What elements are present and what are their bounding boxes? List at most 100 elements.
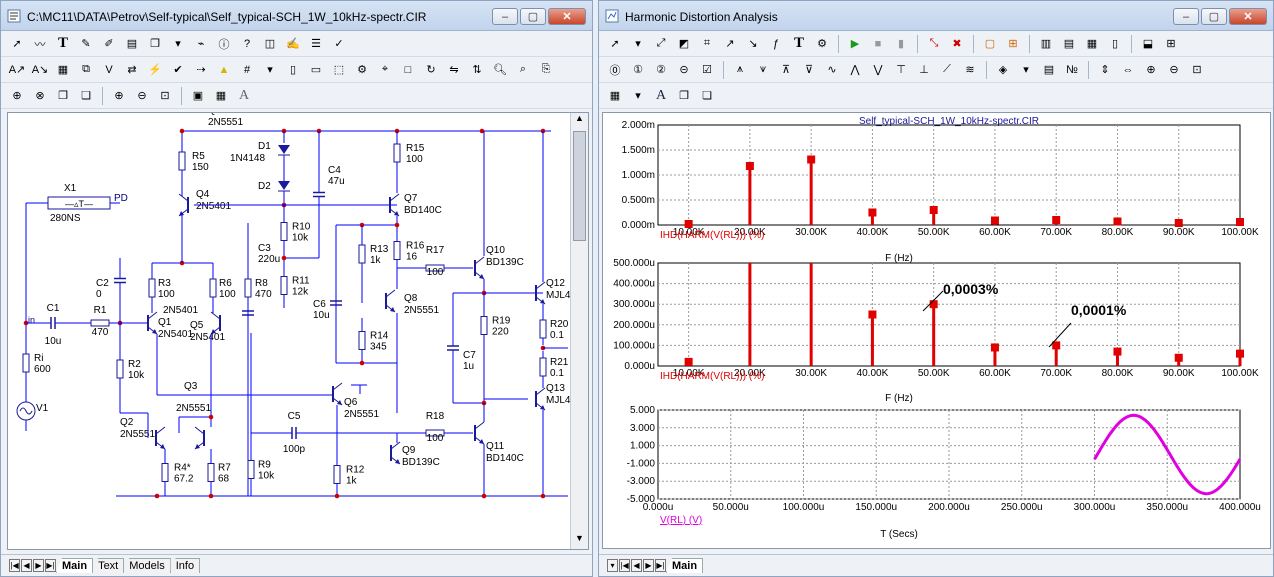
font-icon[interactable]: A bbox=[238, 87, 250, 103]
tab-text[interactable]: Text bbox=[92, 558, 125, 573]
info-icon[interactable]: ⓘ bbox=[218, 38, 230, 51]
properties-icon[interactable]: ⚙ bbox=[817, 38, 827, 50]
dropdown-icon[interactable]: ▾ bbox=[175, 38, 181, 50]
edit-icon[interactable]: ✍ bbox=[286, 38, 300, 50]
condition-icon[interactable]: ✔ bbox=[173, 64, 183, 76]
pause-icon[interactable]: ▮ bbox=[897, 38, 905, 50]
clipboard-icon[interactable]: ▤ bbox=[126, 38, 138, 50]
stop-circle-icon[interactable]: ⊗ bbox=[35, 90, 45, 102]
probe-icon[interactable]: ⌁ bbox=[197, 38, 205, 50]
tab-menu-icon[interactable]: ▾ bbox=[607, 559, 618, 572]
power-icon[interactable]: ⚡ bbox=[148, 64, 162, 76]
select-box-icon[interactable]: ⬚ bbox=[333, 64, 345, 76]
paste-icon[interactable]: ❏ bbox=[702, 90, 712, 102]
mirror-icon[interactable]: ⇋ bbox=[449, 64, 459, 76]
warning-icon[interactable]: ▲ bbox=[218, 63, 230, 76]
next-page-icon[interactable]: ▶ bbox=[643, 559, 654, 572]
prev-page-icon[interactable]: ◀ bbox=[21, 559, 32, 572]
valley-icon[interactable]: ⩛ bbox=[759, 63, 767, 75]
export-icon[interactable]: ⎘ bbox=[541, 63, 551, 75]
run-icon[interactable]: ▶ bbox=[850, 38, 860, 50]
brush-tool-icon[interactable]: ✐ bbox=[104, 38, 114, 50]
paste-icon[interactable]: ❏ bbox=[81, 90, 91, 102]
find2-icon[interactable]: ⌕ bbox=[519, 63, 527, 75]
numeric-icon[interactable]: ▤ bbox=[1043, 64, 1055, 76]
tab-models[interactable]: Models bbox=[123, 558, 171, 573]
point-tag-icon[interactable]: ↗ bbox=[725, 38, 735, 50]
current-icon[interactable]: ⇄ bbox=[127, 64, 137, 76]
zoom-in-icon[interactable]: ⊕ bbox=[114, 90, 124, 102]
plot-stack-icon[interactable]: ⬓ bbox=[1142, 38, 1154, 50]
grid-bold-icon[interactable]: ▥ bbox=[1040, 38, 1052, 50]
page2-icon[interactable]: ▭ bbox=[310, 64, 322, 76]
formula-icon[interactable]: ƒ bbox=[772, 37, 780, 50]
schematic-vertical-scrollbar[interactable]: ▲ ▼ bbox=[570, 113, 588, 549]
cursor-add-icon[interactable]: ⤡ bbox=[929, 37, 939, 49]
font-icon[interactable]: A bbox=[655, 87, 667, 103]
tag-icon[interactable]: ⌗ bbox=[703, 37, 711, 49]
cursor-remove-icon[interactable]: ✖ bbox=[952, 38, 962, 50]
first-page-icon[interactable]: |◀ bbox=[619, 559, 630, 572]
fit-width-icon[interactable]: ⇔ bbox=[1122, 63, 1134, 76]
pin-names-icon[interactable]: A↘ bbox=[31, 64, 49, 76]
grid-text-icon[interactable]: ▦ bbox=[57, 64, 69, 76]
top-icon[interactable]: ⊤ bbox=[896, 64, 906, 76]
dropdown2-icon[interactable]: ▾ bbox=[267, 64, 273, 76]
scale-icon[interactable]: ⤢ bbox=[656, 37, 666, 49]
box-icon[interactable]: □ bbox=[404, 63, 412, 76]
component-icon[interactable]: ◫ bbox=[264, 38, 276, 50]
minimize-button[interactable]: – bbox=[492, 8, 518, 25]
rotate-icon[interactable]: ↻ bbox=[426, 64, 436, 76]
grid-icon[interactable]: # bbox=[243, 63, 251, 76]
global-low-icon[interactable]: ⋁ bbox=[873, 64, 883, 76]
settings-icon[interactable]: ⚙ bbox=[357, 64, 367, 76]
zoom-in-icon[interactable]: ⊕ bbox=[1146, 64, 1156, 76]
schematic-drawing[interactable]: —▵T—X1280NSPDinC110uR1470Ri600V1C20R210k… bbox=[8, 105, 571, 549]
zoom-left-icon[interactable]: ⓪ bbox=[609, 64, 621, 77]
zoom-fit-icon[interactable]: ⊡ bbox=[160, 90, 170, 102]
node-numbers-icon[interactable]: A↗ bbox=[8, 64, 26, 76]
schematic-titlebar[interactable]: C:\MC11\DATA\Petrov\Self-typical\Self_ty… bbox=[1, 1, 592, 31]
layers-icon[interactable]: ⧉ bbox=[82, 63, 90, 75]
dropdown2-icon[interactable]: ▾ bbox=[1023, 64, 1029, 76]
voltage-icon[interactable]: V bbox=[105, 63, 113, 76]
checkbox-icon[interactable]: ☑ bbox=[702, 64, 712, 76]
maximize-button[interactable]: ▢ bbox=[1201, 8, 1227, 25]
pen-tool-icon[interactable]: ✎ bbox=[81, 38, 91, 50]
plot-drawing[interactable]: Self_typical-SCH_1W_10kHz-spectr.CIR2.00… bbox=[603, 113, 1270, 548]
down-circle-icon[interactable]: ⊕ bbox=[12, 90, 22, 102]
peak-icon[interactable]: ⩚ bbox=[736, 63, 744, 75]
last-page-icon[interactable]: ▶| bbox=[45, 559, 56, 572]
next-page-icon[interactable]: ▶ bbox=[33, 559, 44, 572]
minimize-button[interactable]: – bbox=[1173, 8, 1199, 25]
analysis-titlebar[interactable]: Harmonic Distortion Analysis – ▢ ✕ bbox=[599, 1, 1273, 31]
zoom-reset-icon[interactable]: ⊝ bbox=[679, 64, 689, 76]
select-arrow-icon[interactable]: ➚ bbox=[12, 38, 22, 50]
flip-icon[interactable]: ⇅ bbox=[472, 64, 482, 76]
maximize-button[interactable]: ▢ bbox=[520, 8, 546, 25]
tag-tool-icon[interactable]: ◈ bbox=[998, 64, 1008, 76]
last-page-icon[interactable]: ▶| bbox=[655, 559, 666, 572]
frame-icon[interactable]: ▢ bbox=[984, 38, 996, 50]
copy-icon[interactable]: ❐ bbox=[679, 90, 689, 102]
select-arrow-icon[interactable]: ➚ bbox=[610, 38, 620, 50]
graph-icon[interactable]: ◩ bbox=[678, 38, 690, 50]
close-button[interactable]: ✕ bbox=[1229, 8, 1267, 25]
bottom-icon[interactable]: ⊥ bbox=[919, 64, 929, 76]
find-icon[interactable]: 🔍︎ bbox=[493, 64, 507, 76]
prev-page-icon[interactable]: ◀ bbox=[631, 559, 642, 572]
pin-icon[interactable]: ⇢ bbox=[196, 64, 206, 76]
inflection-icon[interactable]: ∿ bbox=[827, 64, 837, 76]
zoom-out-icon[interactable]: ⊖ bbox=[1169, 64, 1179, 76]
text-tool-icon[interactable]: T bbox=[793, 35, 804, 51]
slope-icon[interactable]: ⟋ bbox=[943, 63, 951, 75]
snapshot-icon[interactable]: ▣ bbox=[192, 90, 204, 102]
plot-fit-icon[interactable]: ⊞ bbox=[1166, 38, 1176, 50]
tab-main[interactable]: Main bbox=[666, 558, 704, 573]
grid-none-icon[interactable]: ▯ bbox=[1111, 38, 1119, 50]
grid-major-icon[interactable]: ▦ bbox=[1086, 38, 1098, 50]
close-button[interactable]: ✕ bbox=[548, 8, 586, 25]
low-icon[interactable]: ⊽ bbox=[804, 64, 814, 76]
high-icon[interactable]: ⊼ bbox=[781, 64, 791, 76]
